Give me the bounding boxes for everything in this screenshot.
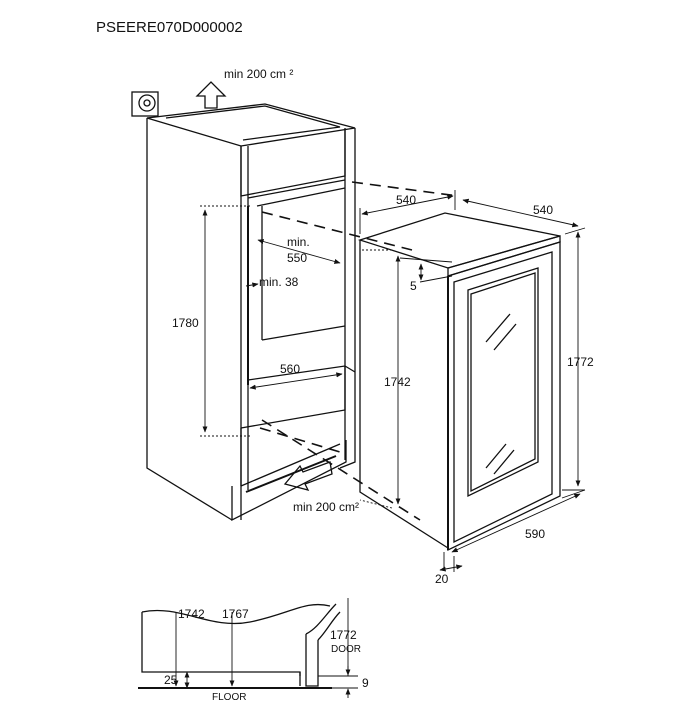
appliance-top-gap-label: 5 [410, 279, 417, 293]
appliance-body-height-dimension: 1742 [359, 249, 411, 509]
niche-depth-label-1: min. [287, 235, 310, 249]
appliance-width-top-label: 540 [533, 203, 553, 217]
appliance-top-gap-dimension: 5 [399, 257, 453, 293]
appliance-body-height-label: 1742 [384, 375, 411, 389]
vent-bottom-label: min 200 cm² [293, 500, 359, 514]
niche-height-label: 1780 [172, 316, 199, 330]
vent-bottom-arrow-icon [283, 461, 333, 491]
floor-label: FLOOR [212, 692, 246, 703]
niche-depth-dimension: min. 550 [257, 235, 341, 265]
diagram-code: PSEERE070D000002 [96, 19, 243, 36]
appliance-total-height-dimension: 1772 [562, 231, 594, 491]
projection-dashes [259, 181, 459, 521]
floor-door-label: DOOR [331, 644, 361, 655]
floor-h1-label: 1742 [178, 607, 205, 621]
niche-depth-label-2: 550 [287, 251, 307, 265]
vent-top-label: min 200 cm ² [224, 67, 293, 81]
appliance-depth-top-label: 540 [396, 193, 416, 207]
niche-gap-label: min. 38 [259, 275, 299, 289]
niche-width-dimension: 560 [249, 362, 343, 390]
floor-h2-label: 1767 [222, 607, 249, 621]
floor-h3-label: 1772 [330, 628, 357, 642]
niche-gap-dimension: min. 38 [245, 275, 299, 289]
niche-width-label: 560 [280, 362, 300, 376]
appliance-depth-top-dimension: 540 [359, 190, 456, 234]
door-offset-dimension: 20 [435, 552, 463, 586]
appliance-width-top-dimension: 540 [462, 198, 586, 235]
power-socket-icon [131, 91, 159, 117]
door-offset-label: 20 [435, 572, 449, 586]
vent-up-arrow-icon [195, 81, 227, 109]
appliance-depth-dimension: 590 [451, 489, 586, 553]
cabinet-niche [146, 103, 356, 522]
niche-height-dimension: 1780 [172, 205, 250, 437]
appliance-total-height-label: 1772 [567, 355, 594, 369]
floor-detail: 1742 1767 1772 DOOR 25 FLOOR 9 [138, 598, 369, 703]
appliance-depth-label: 590 [525, 527, 545, 541]
floor-bottom-gap-label: 25 [164, 673, 178, 687]
floor-door-gap-label: 9 [362, 676, 369, 690]
